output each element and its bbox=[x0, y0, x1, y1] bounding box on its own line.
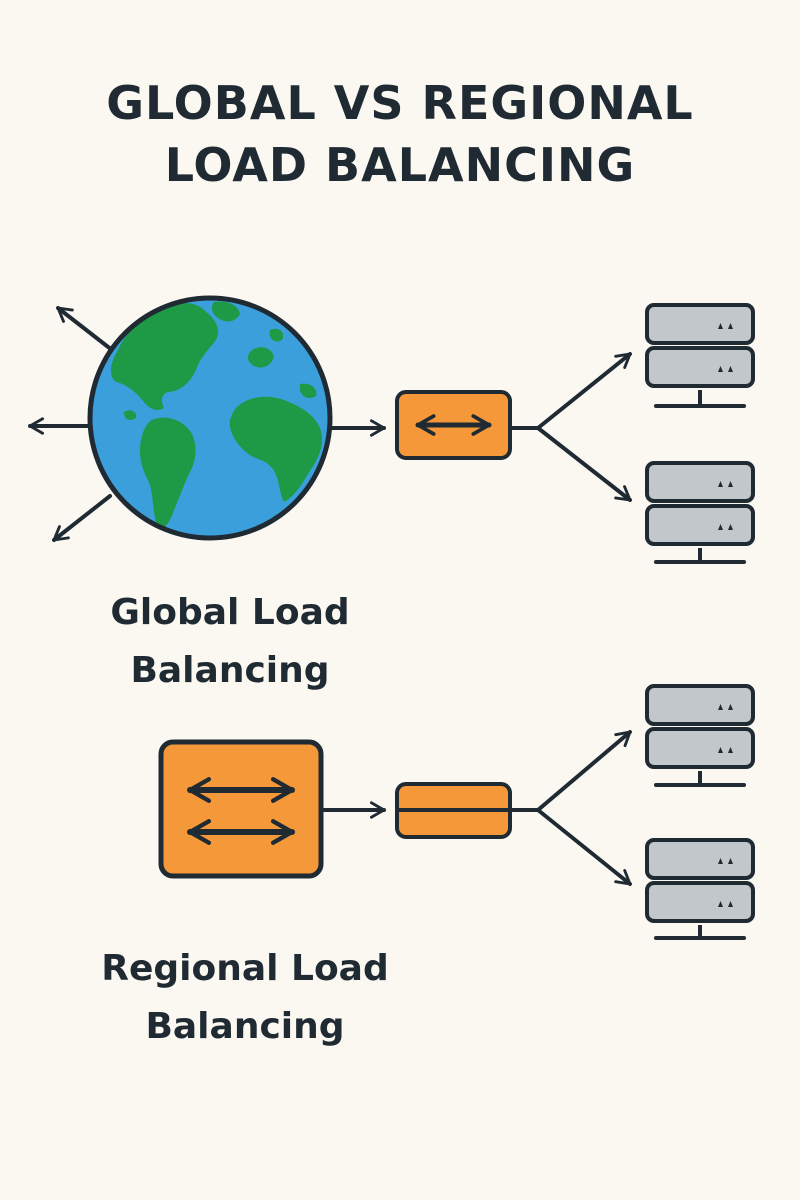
arrow-icon bbox=[536, 352, 632, 430]
global-label-line-2: Balancing bbox=[130, 650, 330, 691]
global-label-line-1: Global Load bbox=[110, 592, 350, 633]
load-balancer-icon bbox=[395, 390, 512, 460]
arrow-icon bbox=[536, 730, 632, 812]
load-balancer-icon bbox=[395, 782, 512, 839]
page-title: GLOBAL VS REGIONAL LOAD BALANCING bbox=[0, 72, 800, 196]
regional-label-line-2: Balancing bbox=[145, 1006, 345, 1047]
regional-load-balancing-label: Regional Load Balancing bbox=[70, 940, 420, 1056]
load-balancer-icon bbox=[158, 739, 324, 879]
regional-label-line-1: Regional Load bbox=[101, 948, 389, 989]
globe-icon bbox=[87, 295, 333, 541]
server-rack-icon bbox=[645, 303, 755, 408]
arrow-icon bbox=[536, 808, 632, 886]
arrow-icon bbox=[536, 426, 632, 502]
global-load-balancing-label: Global Load Balancing bbox=[80, 584, 380, 700]
server-rack-icon bbox=[645, 838, 755, 940]
arrow-icon bbox=[56, 306, 114, 352]
regional-section bbox=[158, 684, 755, 940]
title-line-2: LOAD BALANCING bbox=[164, 138, 636, 192]
server-rack-icon bbox=[645, 461, 755, 564]
arrow-icon bbox=[52, 494, 112, 542]
server-rack-icon bbox=[645, 684, 755, 787]
global-section bbox=[28, 295, 755, 564]
title-line-1: GLOBAL VS REGIONAL bbox=[106, 76, 694, 130]
